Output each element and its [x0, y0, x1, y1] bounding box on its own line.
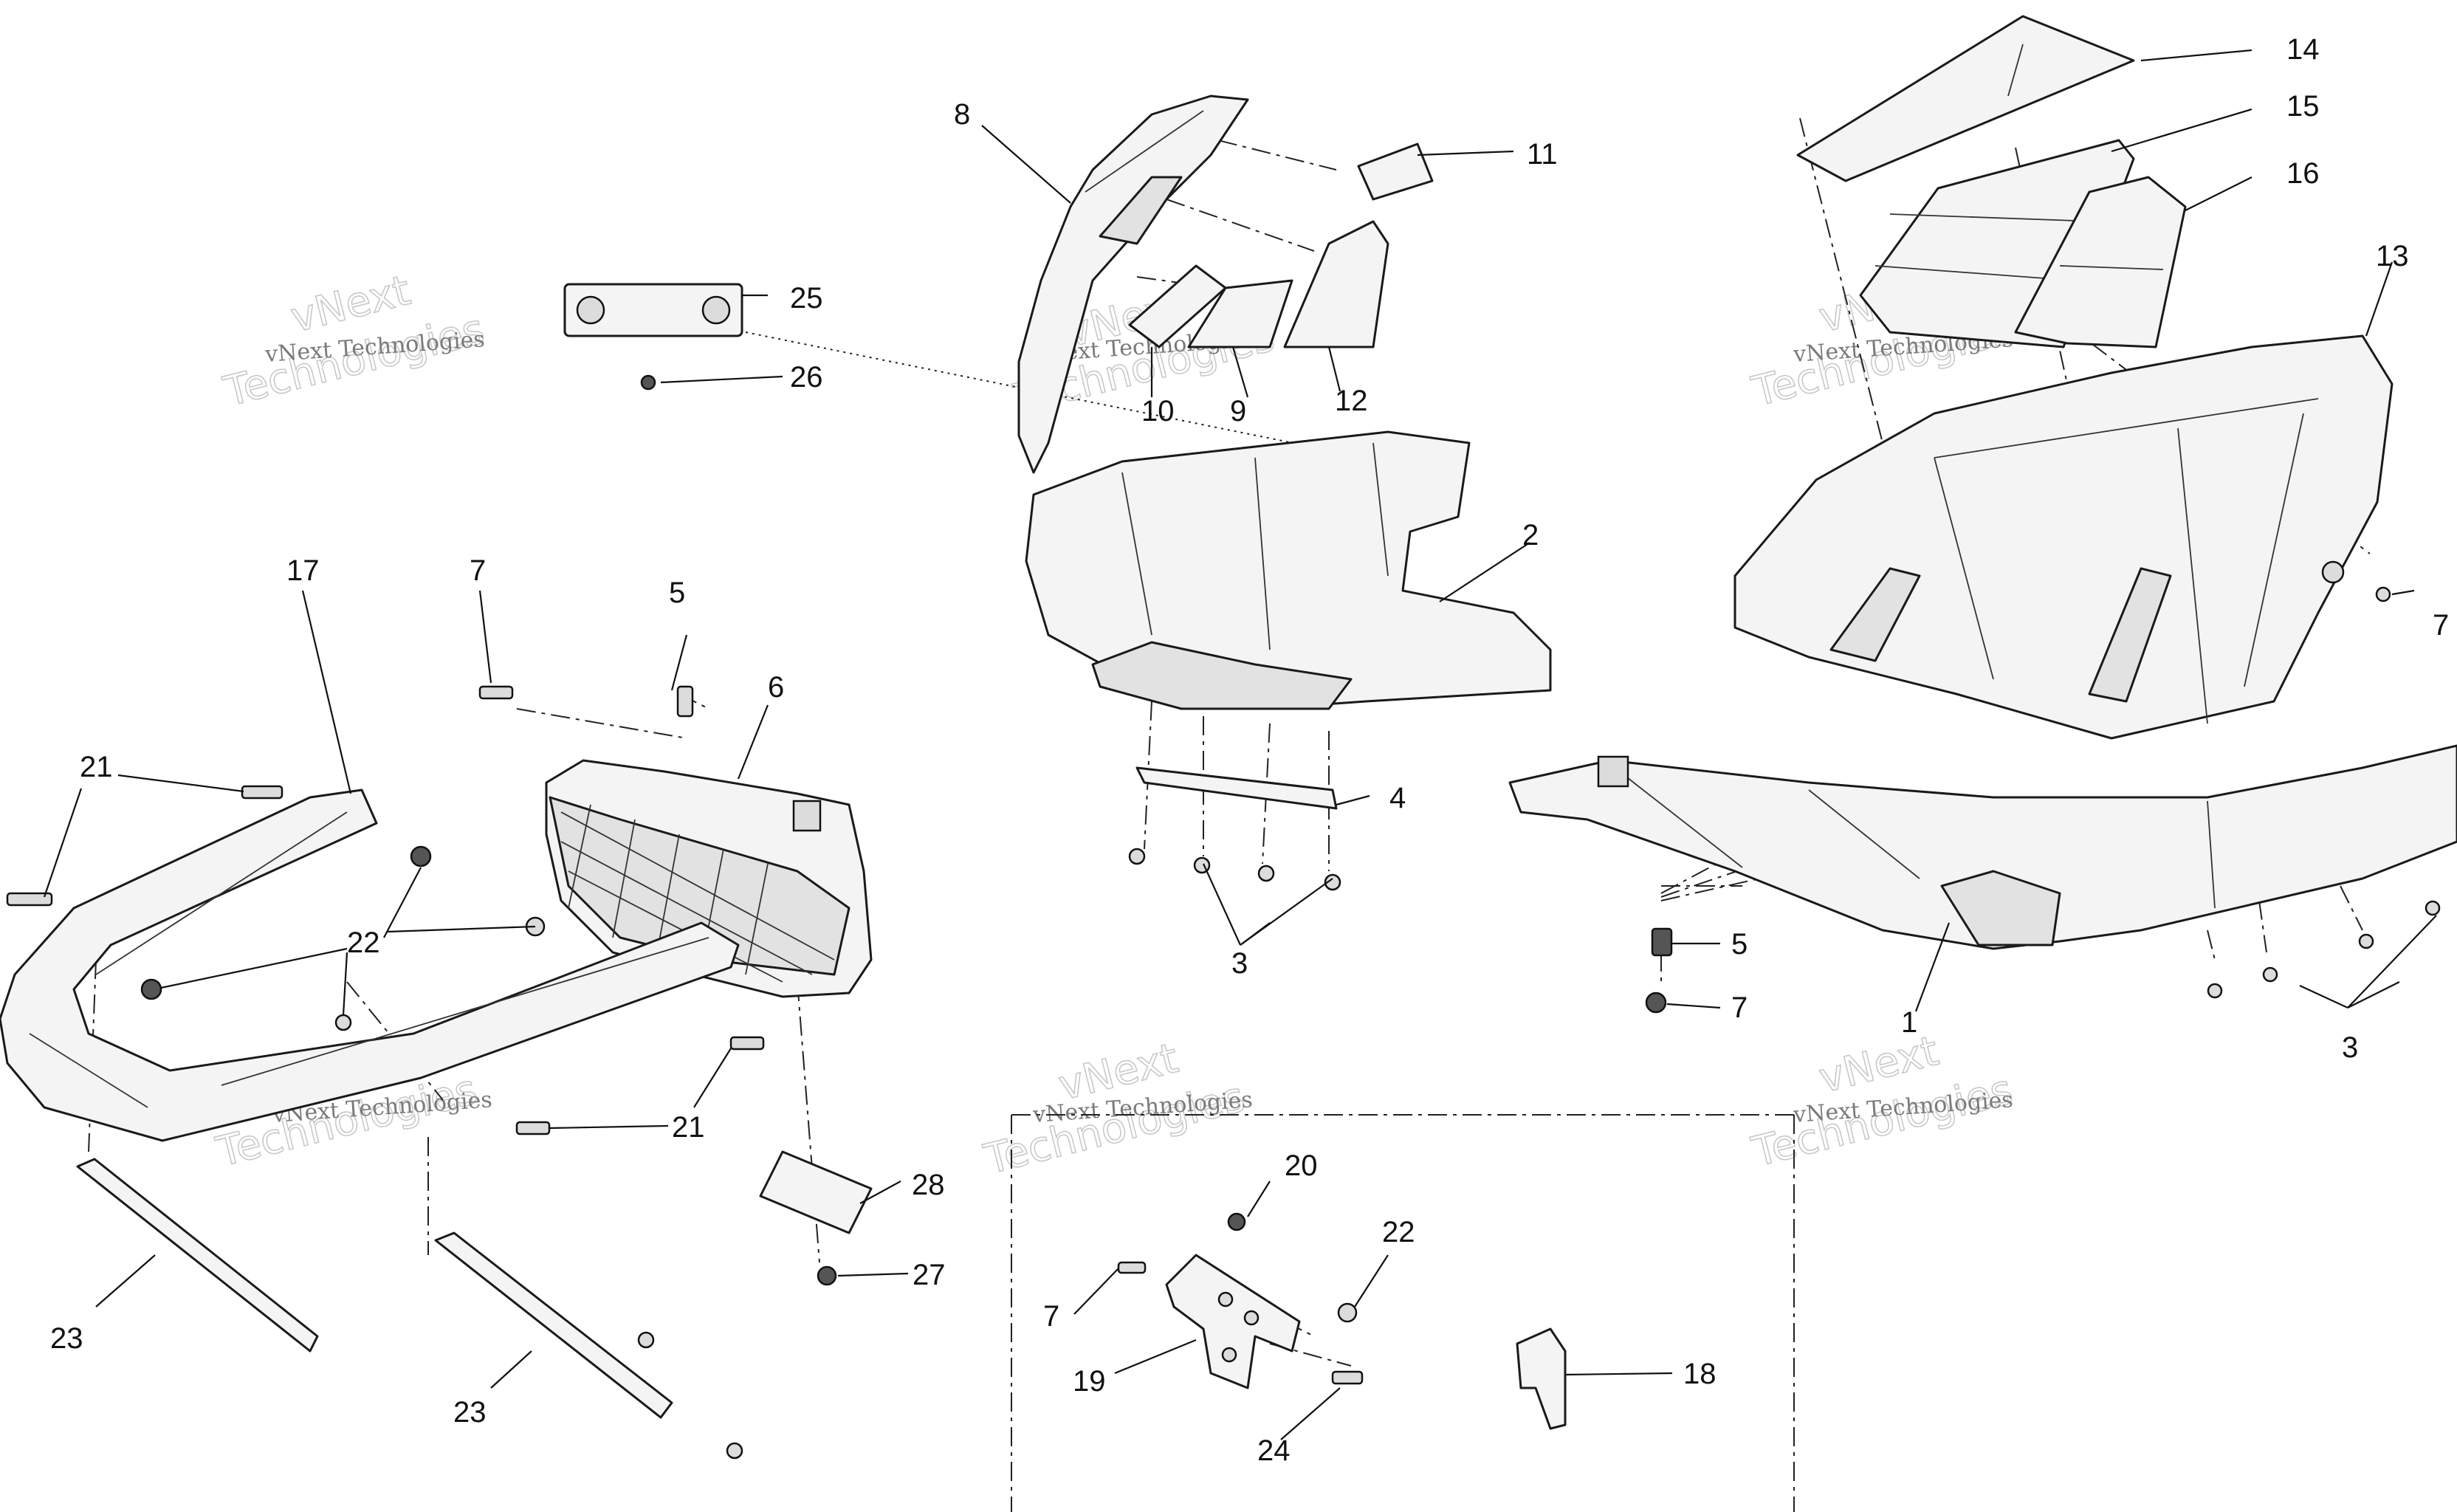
- callout-15: 15: [2286, 90, 2320, 123]
- watermark-bottom-center: vNext Technologies vNext Technologies: [979, 1034, 1254, 1184]
- callout-7-box: 7: [1043, 1300, 1059, 1333]
- callout-28: 28: [912, 1169, 945, 1201]
- part-21-bolts: [6, 685, 765, 1135]
- part-8-nose-cowl: [1017, 94, 1249, 474]
- callout-21-bottom: 21: [672, 1111, 705, 1144]
- callout-labels: 8 11 12 9 10 2 14 15 16 13 7 25 26 4 3 5…: [50, 33, 2449, 1467]
- part-12-pad: [1283, 220, 1389, 348]
- callout-11: 11: [1527, 138, 1558, 171]
- callout-23-left: 23: [50, 1322, 83, 1355]
- part-3-fasteners-right: [2207, 900, 2441, 999]
- part-19-bracket: [1165, 1254, 1301, 1389]
- callout-20: 20: [1285, 1150, 1318, 1182]
- part-11-pad: [1357, 142, 1434, 201]
- part-25-plate: [563, 283, 743, 337]
- callout-18: 18: [1683, 1358, 1717, 1390]
- callout-9: 9: [1230, 395, 1246, 427]
- callout-25: 25: [790, 282, 823, 315]
- callout-7-panel: 7: [2433, 609, 2449, 642]
- callout-13: 13: [2376, 240, 2409, 272]
- part-17-bumper: [0, 788, 740, 1142]
- part-9-pad: [1187, 279, 1293, 348]
- callout-8: 8: [954, 98, 970, 131]
- watermark-top-left: vNext Technologies vNext Technologies: [219, 266, 489, 416]
- callout-1: 1: [1901, 1006, 1917, 1039]
- callout-27: 27: [913, 1259, 946, 1291]
- callout-4: 4: [1389, 782, 1406, 814]
- callout-19: 19: [1073, 1365, 1106, 1398]
- callout-5-left: 5: [669, 577, 685, 609]
- callout-5-right: 5: [1731, 928, 1748, 961]
- callout-22-left: 22: [347, 927, 380, 959]
- callout-3-right: 3: [2342, 1031, 2358, 1064]
- part-27-nut: [817, 1265, 837, 1286]
- callout-21-top: 21: [80, 751, 113, 783]
- callout-23-right: 23: [453, 1396, 487, 1429]
- leader-lines: [43, 49, 2437, 1440]
- callout-2: 2: [1522, 519, 1539, 551]
- part-28-plate: [759, 1150, 873, 1234]
- part-24-bolt: [1331, 1370, 1364, 1385]
- part-3-fasteners: [1128, 848, 1341, 891]
- callout-24: 24: [1257, 1434, 1291, 1467]
- part-4-strip: [1135, 766, 1338, 810]
- callout-12: 12: [1335, 385, 1368, 417]
- callout-17: 17: [286, 554, 320, 587]
- part-18-bracket: [1516, 1327, 1567, 1430]
- callout-22-box: 22: [1382, 1216, 1415, 1248]
- part-6-grille: [545, 759, 873, 998]
- callout-6: 6: [768, 671, 784, 704]
- part-26-nut: [640, 374, 656, 391]
- part-5-clip-left: [676, 685, 694, 718]
- callout-14: 14: [2286, 33, 2320, 66]
- part-2-lower-panel: [1025, 430, 1552, 710]
- part-16-pad: [2014, 176, 2187, 348]
- part-5-clip: [1651, 927, 1673, 957]
- callout-7-right: 7: [1731, 992, 1748, 1024]
- part-13-side-panel: [1733, 334, 2394, 740]
- callout-26: 26: [790, 361, 823, 394]
- part-7-nut: [1645, 992, 1667, 1014]
- part-10-pad: [1128, 264, 1227, 348]
- part-23-bracket-left: [76, 1158, 319, 1353]
- callout-16: 16: [2286, 157, 2320, 190]
- part-14-decal-strip: [1796, 15, 2135, 182]
- callout-10: 10: [1141, 395, 1175, 427]
- part-1-belly-pan: [1508, 744, 2457, 950]
- part-22-nut-box: [1337, 1302, 1358, 1323]
- part-7-bolt-box: [1117, 1261, 1147, 1274]
- callout-3-center: 3: [1231, 947, 1248, 980]
- part-7-nut-right: [2375, 586, 2391, 602]
- part-20-nut: [1227, 1212, 1246, 1231]
- watermark-bottom-right: vNext Technologies vNext Technologies: [1747, 1026, 2018, 1177]
- part-23-bracket-right: [434, 1231, 673, 1419]
- callout-7-left: 7: [470, 554, 486, 587]
